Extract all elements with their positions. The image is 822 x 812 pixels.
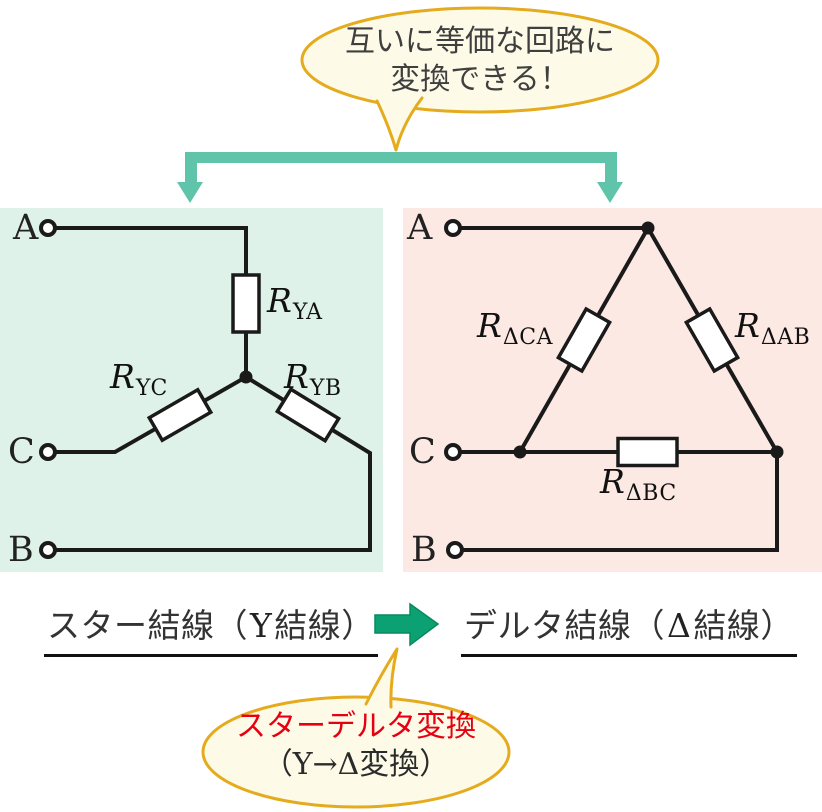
star-terminal-a-label: A — [13, 208, 39, 248]
delta-terminal-c-label: C — [409, 432, 436, 472]
delta-caption-symbol: Δ — [667, 606, 692, 645]
bottom-bubble-line1: スターデルタ変換 — [236, 710, 476, 743]
resistor-rdca-subscript: ΔCA — [502, 325, 553, 350]
resistor-rdca-body — [556, 306, 612, 374]
star-caption-post: 結線） — [274, 607, 375, 644]
bottom-speech-bubble — [201, 647, 511, 809]
star-wire-a — [55, 226, 248, 275]
resistor-rdbc-body — [616, 436, 679, 468]
star-terminal-c-node — [39, 443, 57, 461]
bottom-bubble-tail — [364, 647, 399, 709]
bottom-bubble-ellipse — [201, 695, 511, 809]
delta-circuit-panel — [403, 208, 822, 572]
delta-connection-caption: デルタ結線（Δ結線） — [461, 599, 797, 657]
delta-circuit — [444, 219, 784, 559]
resistor-rya-subscript: YA — [292, 300, 323, 325]
top-bubble-line2: 変換できる！ — [390, 63, 570, 96]
resistor-rdca-symbol: R — [477, 306, 502, 345]
delta-terminal-b-label: B — [411, 530, 437, 570]
resistor-ryc-subscript: YC — [135, 376, 168, 401]
split-down-arrow — [177, 152, 623, 203]
delta-terminal-b-node — [446, 541, 464, 559]
top-bubble-ellipse — [300, 6, 660, 114]
top-bubble-text: 互いに等価な回路に 変換できる！ — [345, 23, 615, 99]
resistor-rya-label: RYA — [267, 281, 323, 333]
top-bubble-tail — [375, 96, 424, 152]
star-terminal-b-label: B — [8, 530, 34, 570]
delta-wire-b — [462, 452, 779, 552]
resistor-rdab-body — [683, 306, 741, 374]
bottom-bubble-text: スターデルタ変換 （Y→Δ変換） — [236, 708, 476, 784]
resistor-rdbc-symbol: R — [600, 462, 625, 501]
star-terminal-a-node — [39, 219, 57, 237]
resistor-rdab-label: RΔAB — [735, 306, 810, 358]
star-center-node — [239, 370, 253, 384]
resistor-rdab-symbol: R — [735, 306, 760, 345]
resistor-ryb-body — [274, 386, 342, 444]
resistor-rya-body — [231, 273, 261, 334]
star-caption-pre: スター結線（ — [47, 607, 248, 644]
resistor-rdca-label: RΔCA — [477, 306, 553, 358]
resistor-ryb-symbol: R — [284, 357, 309, 396]
resistor-ryb-label: RYB — [284, 357, 342, 409]
delta-apex-node — [641, 221, 655, 235]
bottom-bubble-line2-pre: （ — [262, 748, 293, 781]
star-terminal-b-node — [39, 541, 57, 559]
bottom-bubble-line2: （Y→Δ変換） — [236, 746, 476, 784]
star-circuit-panel — [0, 208, 383, 572]
resistor-ryc-symbol: R — [110, 357, 135, 396]
resistor-rya-symbol: R — [267, 281, 292, 320]
delta-caption-post: 結線） — [693, 607, 794, 644]
resistor-ryb-subscript: YB — [309, 376, 342, 401]
delta-terminal-c-node — [444, 443, 462, 461]
resistor-rdbc-subscript: ΔBC — [625, 481, 677, 506]
resistor-ryc-label: RYC — [110, 357, 168, 409]
star-connection-caption: スター結線（Y結線） — [44, 599, 378, 657]
top-bubble-line1: 互いに等価な回路に — [345, 25, 615, 58]
delta-junction-c-node — [513, 445, 527, 459]
delta-caption-pre: デルタ結線（ — [464, 607, 665, 644]
bottom-bubble-line2-post: 変換） — [359, 748, 450, 781]
star-caption-symbol: Y — [250, 606, 273, 645]
resistor-rdab-subscript: ΔAB — [760, 325, 811, 350]
star-circuit — [39, 219, 372, 559]
bottom-bubble-line2-symbol: Y→Δ — [292, 747, 360, 782]
top-speech-bubble — [300, 6, 660, 152]
transform-right-arrow — [374, 602, 440, 647]
resistor-ryc-body — [146, 387, 214, 443]
resistor-rdbc-label: RΔBC — [600, 462, 677, 514]
delta-terminal-a-node — [444, 219, 462, 237]
delta-terminal-a-label: A — [407, 208, 433, 248]
star-terminal-c-label: C — [8, 432, 35, 472]
delta-junction-b-node — [770, 445, 784, 459]
